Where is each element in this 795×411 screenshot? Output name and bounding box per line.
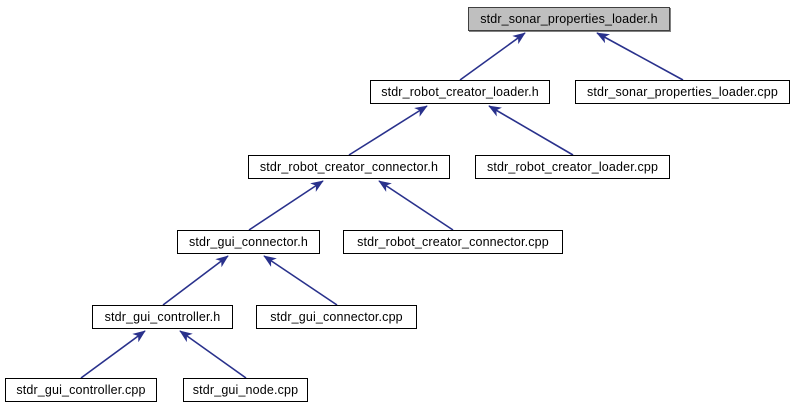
graph-node-stdr-sonar-properties-loader-h[interactable]: stdr_sonar_properties_loader.h bbox=[468, 7, 670, 31]
graph-edge-n4-to-n1 bbox=[488, 105, 574, 156]
graph-node-label: stdr_robot_creator_connector.h bbox=[259, 159, 439, 174]
graph-node-label: stdr_sonar_properties_loader.cpp bbox=[586, 84, 779, 99]
graph-edge-n3-to-n1 bbox=[348, 105, 428, 156]
graph-node-stdr-robot-creator-connector-cpp[interactable]: stdr_robot_creator_connector.cpp bbox=[343, 230, 563, 254]
graph-node-label: stdr_robot_creator_loader.h bbox=[381, 84, 539, 99]
graph-node-label: stdr_robot_creator_connector.cpp bbox=[357, 234, 549, 249]
graph-node-stdr-gui-controller-cpp[interactable]: stdr_gui_controller.cpp bbox=[5, 378, 157, 402]
graph-edge-n1-to-n0 bbox=[459, 32, 526, 81]
graph-node-stdr-sonar-properties-loader-cpp[interactable]: stdr_sonar_properties_loader.cpp bbox=[575, 80, 790, 104]
graph-edge-n2-to-n0 bbox=[596, 32, 684, 81]
graph-node-stdr-gui-connector-cpp[interactable]: stdr_gui_connector.cpp bbox=[256, 305, 417, 329]
graph-edge-n9-to-n7 bbox=[80, 330, 146, 379]
graph-node-stdr-gui-controller-h[interactable]: stdr_gui_controller.h bbox=[92, 305, 233, 329]
graph-edge-n5-to-n3 bbox=[248, 180, 324, 231]
graph-edge-n6-to-n3 bbox=[378, 180, 454, 231]
graph-node-stdr-robot-creator-connector-h[interactable]: stdr_robot_creator_connector.h bbox=[248, 155, 450, 179]
graph-node-label: stdr_gui_controller.cpp bbox=[16, 382, 146, 397]
graph-node-stdr-robot-creator-loader-h[interactable]: stdr_robot_creator_loader.h bbox=[370, 80, 550, 104]
graph-node-label: stdr_robot_creator_loader.cpp bbox=[486, 159, 659, 174]
graph-edge-n8-to-n5 bbox=[263, 255, 338, 306]
graph-node-label: stdr_gui_connector.h bbox=[188, 234, 309, 249]
graph-node-stdr-robot-creator-loader-cpp[interactable]: stdr_robot_creator_loader.cpp bbox=[475, 155, 670, 179]
graph-node-label: stdr_gui_node.cpp bbox=[192, 382, 299, 397]
graph-node-label: stdr_gui_connector.cpp bbox=[270, 309, 403, 324]
graph-edge-n7-to-n5 bbox=[162, 255, 229, 306]
graph-node-stdr-gui-connector-h[interactable]: stdr_gui_connector.h bbox=[177, 230, 320, 254]
graph-edge-n10-to-n7 bbox=[179, 330, 247, 379]
graph-node-label: stdr_sonar_properties_loader.h bbox=[480, 11, 658, 26]
graph-node-stdr-gui-node-cpp[interactable]: stdr_gui_node.cpp bbox=[183, 378, 308, 402]
graph-node-label: stdr_gui_controller.h bbox=[104, 309, 221, 324]
